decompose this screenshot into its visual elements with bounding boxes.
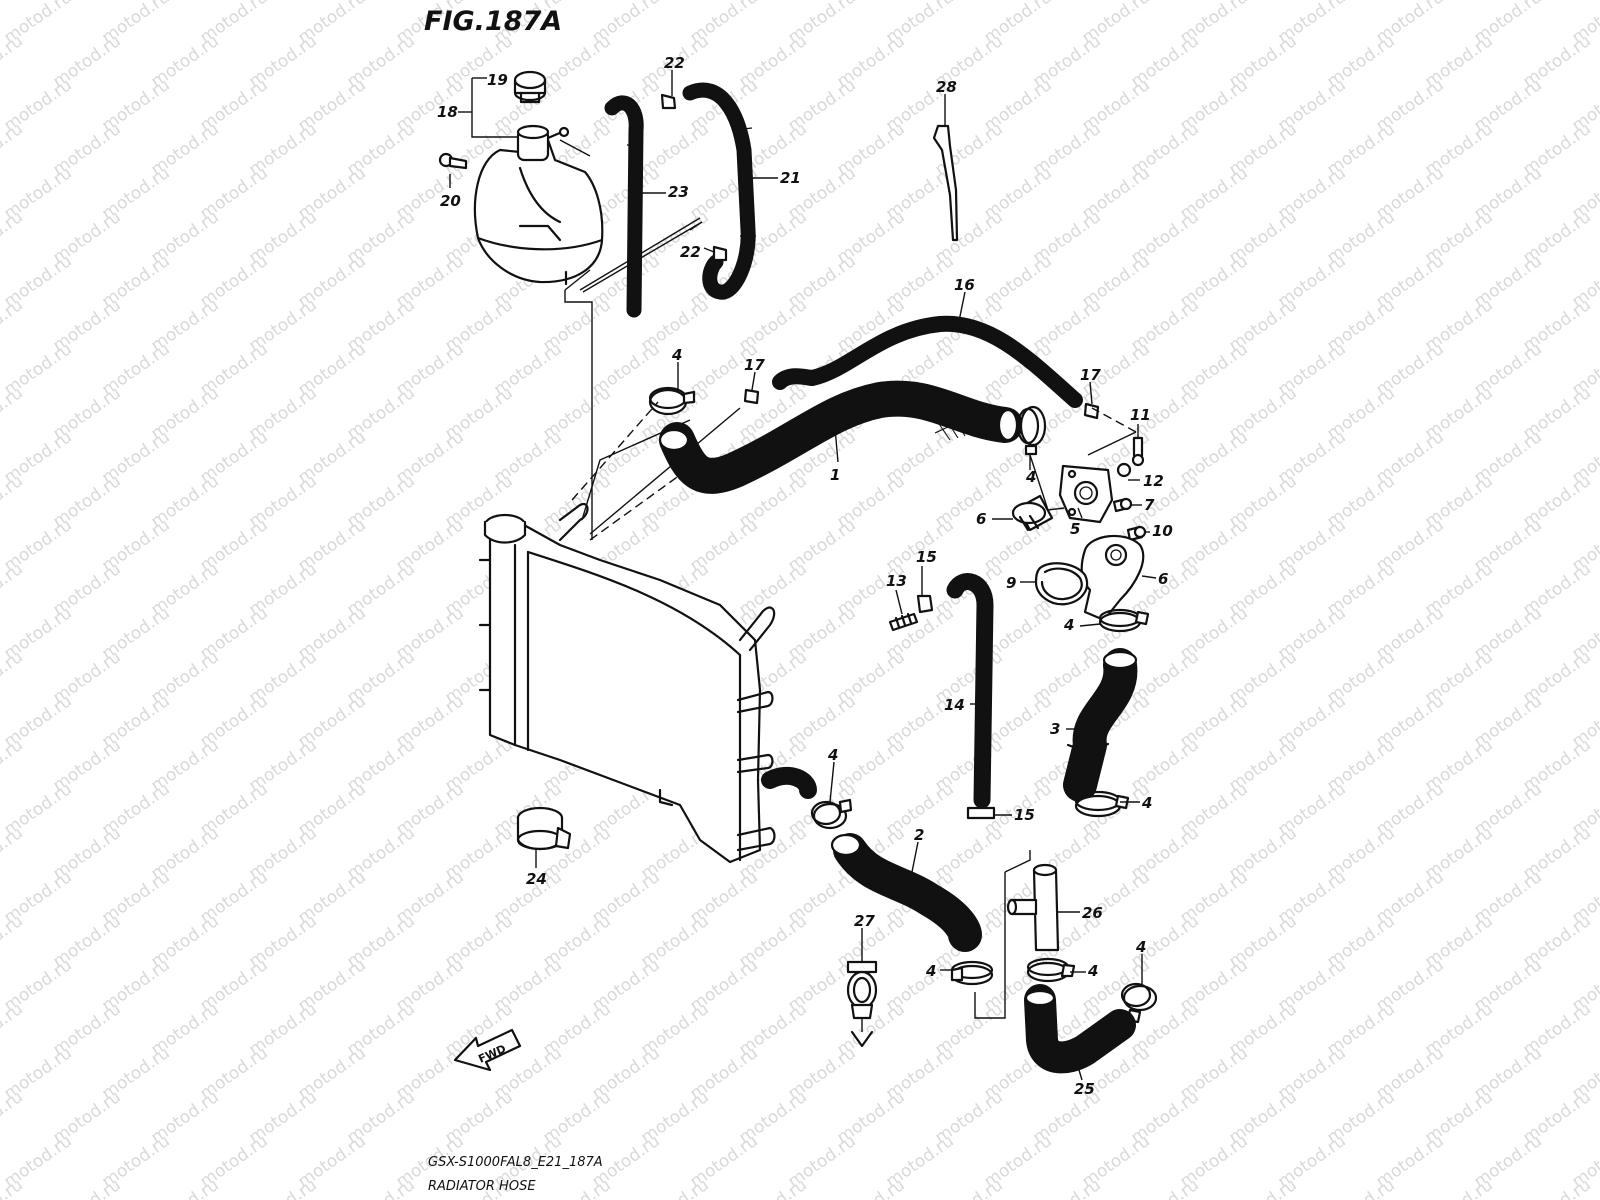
clamp-24	[516, 806, 572, 851]
callout-20: 20	[440, 192, 461, 210]
reservoir-bolt	[438, 152, 468, 170]
washer-12	[1116, 462, 1132, 478]
hose-clamp-4c	[1098, 608, 1150, 633]
hose-clamp-17a	[743, 388, 760, 405]
callout-15-bottom: 15	[1014, 806, 1035, 824]
hose-16	[772, 315, 1083, 408]
callout-4-hose3-bottom: 4	[1141, 794, 1152, 812]
hose-clamp-22b	[712, 245, 728, 262]
callout-4-outlet: 4	[1063, 616, 1074, 634]
callout-4-hose2-bottom: 4	[925, 962, 936, 980]
callout-4-upper-left: 4	[671, 346, 682, 364]
callout-10: 10	[1152, 522, 1173, 540]
hose-clamp-17b	[1083, 402, 1100, 420]
thermostat-cover-5	[1058, 464, 1114, 524]
callout-28: 28	[936, 78, 957, 96]
callout-4-thermostat: 4	[1025, 468, 1036, 486]
callout-16: 16	[954, 276, 975, 294]
callout-22-bottom: 22	[680, 243, 701, 261]
bolt-13	[888, 612, 919, 632]
leader-lines	[449, 70, 1157, 1081]
callout-9: 9	[1006, 574, 1016, 592]
hose-2	[830, 833, 982, 952]
watermark-text: motod.ru	[637, 1175, 712, 1200]
callout-19: 19	[487, 71, 508, 89]
callout-26: 26	[1082, 904, 1103, 922]
callout-4-joint: 4	[1087, 962, 1098, 980]
callout-18: 18	[437, 103, 458, 121]
watermark-text: motod.ru	[1323, 1175, 1398, 1200]
watermark-text: motod.ru	[931, 1175, 1006, 1200]
cable-tie-28	[932, 124, 959, 242]
hose-clamp-4g	[1026, 957, 1076, 983]
callout-6-outlet: 6	[1158, 570, 1168, 588]
radiator	[478, 502, 776, 864]
callout-22-top: 22	[664, 54, 685, 72]
hose-25	[1024, 984, 1136, 1074]
hose-1	[658, 380, 1023, 494]
reservoir-tank	[473, 124, 604, 286]
watermark-text: motod.ru	[1421, 1175, 1496, 1200]
figure-code: GSX-S1000FAL8_E21_187A	[428, 1155, 603, 1170]
callout-7: 7	[1144, 496, 1155, 514]
callout-27: 27	[854, 912, 875, 930]
callout-5: 5	[1070, 520, 1080, 538]
figure-name: RADIATOR HOSE	[428, 1179, 536, 1194]
watermark-text: motod.ru	[1029, 1175, 1104, 1200]
callout-11: 11	[1130, 406, 1151, 424]
watermark-text: motod.ru	[539, 1175, 614, 1200]
watermark-text: motod.ru	[1519, 1175, 1594, 1200]
callout-25: 25	[1074, 1080, 1095, 1098]
callout-15-top: 15	[916, 548, 937, 566]
pipe-joint-26	[1006, 863, 1060, 952]
hose-clamp-15b	[966, 806, 996, 820]
watermark-text: motod.ru	[833, 1175, 908, 1200]
hose-clamp-4b	[1016, 405, 1047, 456]
callout-23: 23	[668, 183, 689, 201]
watermark-text: motod.ru	[343, 1175, 418, 1200]
watermark-text: motod.ru	[245, 1175, 320, 1200]
watermark-text: motod.ru	[147, 1175, 222, 1200]
watermark-text: motod.ru	[735, 1175, 810, 1200]
watermark-text: motod.ru	[49, 1175, 124, 1200]
figure-title: FIG.187A	[424, 6, 562, 37]
radiator-outlet-pipe	[761, 766, 817, 799]
hose-clamp-4h	[1120, 982, 1158, 1024]
callout-4-radiator-outlet: 4	[827, 746, 838, 764]
o-ring-9	[1034, 562, 1089, 606]
hose-3	[1063, 648, 1138, 802]
watermark-text: motod.ru	[1225, 1175, 1300, 1200]
thermostat-6	[1011, 494, 1054, 532]
callout-6-thermostat: 6	[976, 510, 986, 528]
watermark-text: motod.ru	[0, 0, 27, 4]
bolt-7	[1112, 497, 1133, 513]
watermark-text: motod.ru	[1127, 1175, 1202, 1200]
reservoir-cap	[513, 70, 547, 104]
grommet-27	[846, 960, 878, 1048]
callout-14: 14	[944, 696, 965, 714]
hose-14	[946, 573, 994, 809]
hose-clamp-4a	[648, 386, 696, 416]
callout-13: 13	[886, 572, 907, 590]
callout-1: 1	[830, 466, 840, 484]
callout-labels: 19 18 20 22 22 23 21 28 16 4 17 17 11 1 …	[437, 54, 1173, 1098]
callout-3: 3	[1050, 720, 1060, 738]
callout-4-hose25: 4	[1135, 938, 1146, 956]
callout-17-right: 17	[1080, 366, 1101, 384]
hose-23	[604, 95, 644, 318]
callout-24: 24	[526, 870, 547, 888]
hose-clamp-22a	[660, 93, 677, 110]
callout-2: 2	[914, 826, 924, 844]
hose-clamp-4f	[950, 960, 994, 986]
callout-17-left: 17	[744, 356, 765, 374]
hose-21	[682, 82, 756, 300]
hose-clamp-4e	[810, 798, 853, 830]
callout-12: 12	[1143, 472, 1164, 490]
hose-clamp-15a	[916, 594, 934, 614]
bolt-11	[1131, 436, 1145, 467]
callout-21: 21	[780, 169, 801, 187]
